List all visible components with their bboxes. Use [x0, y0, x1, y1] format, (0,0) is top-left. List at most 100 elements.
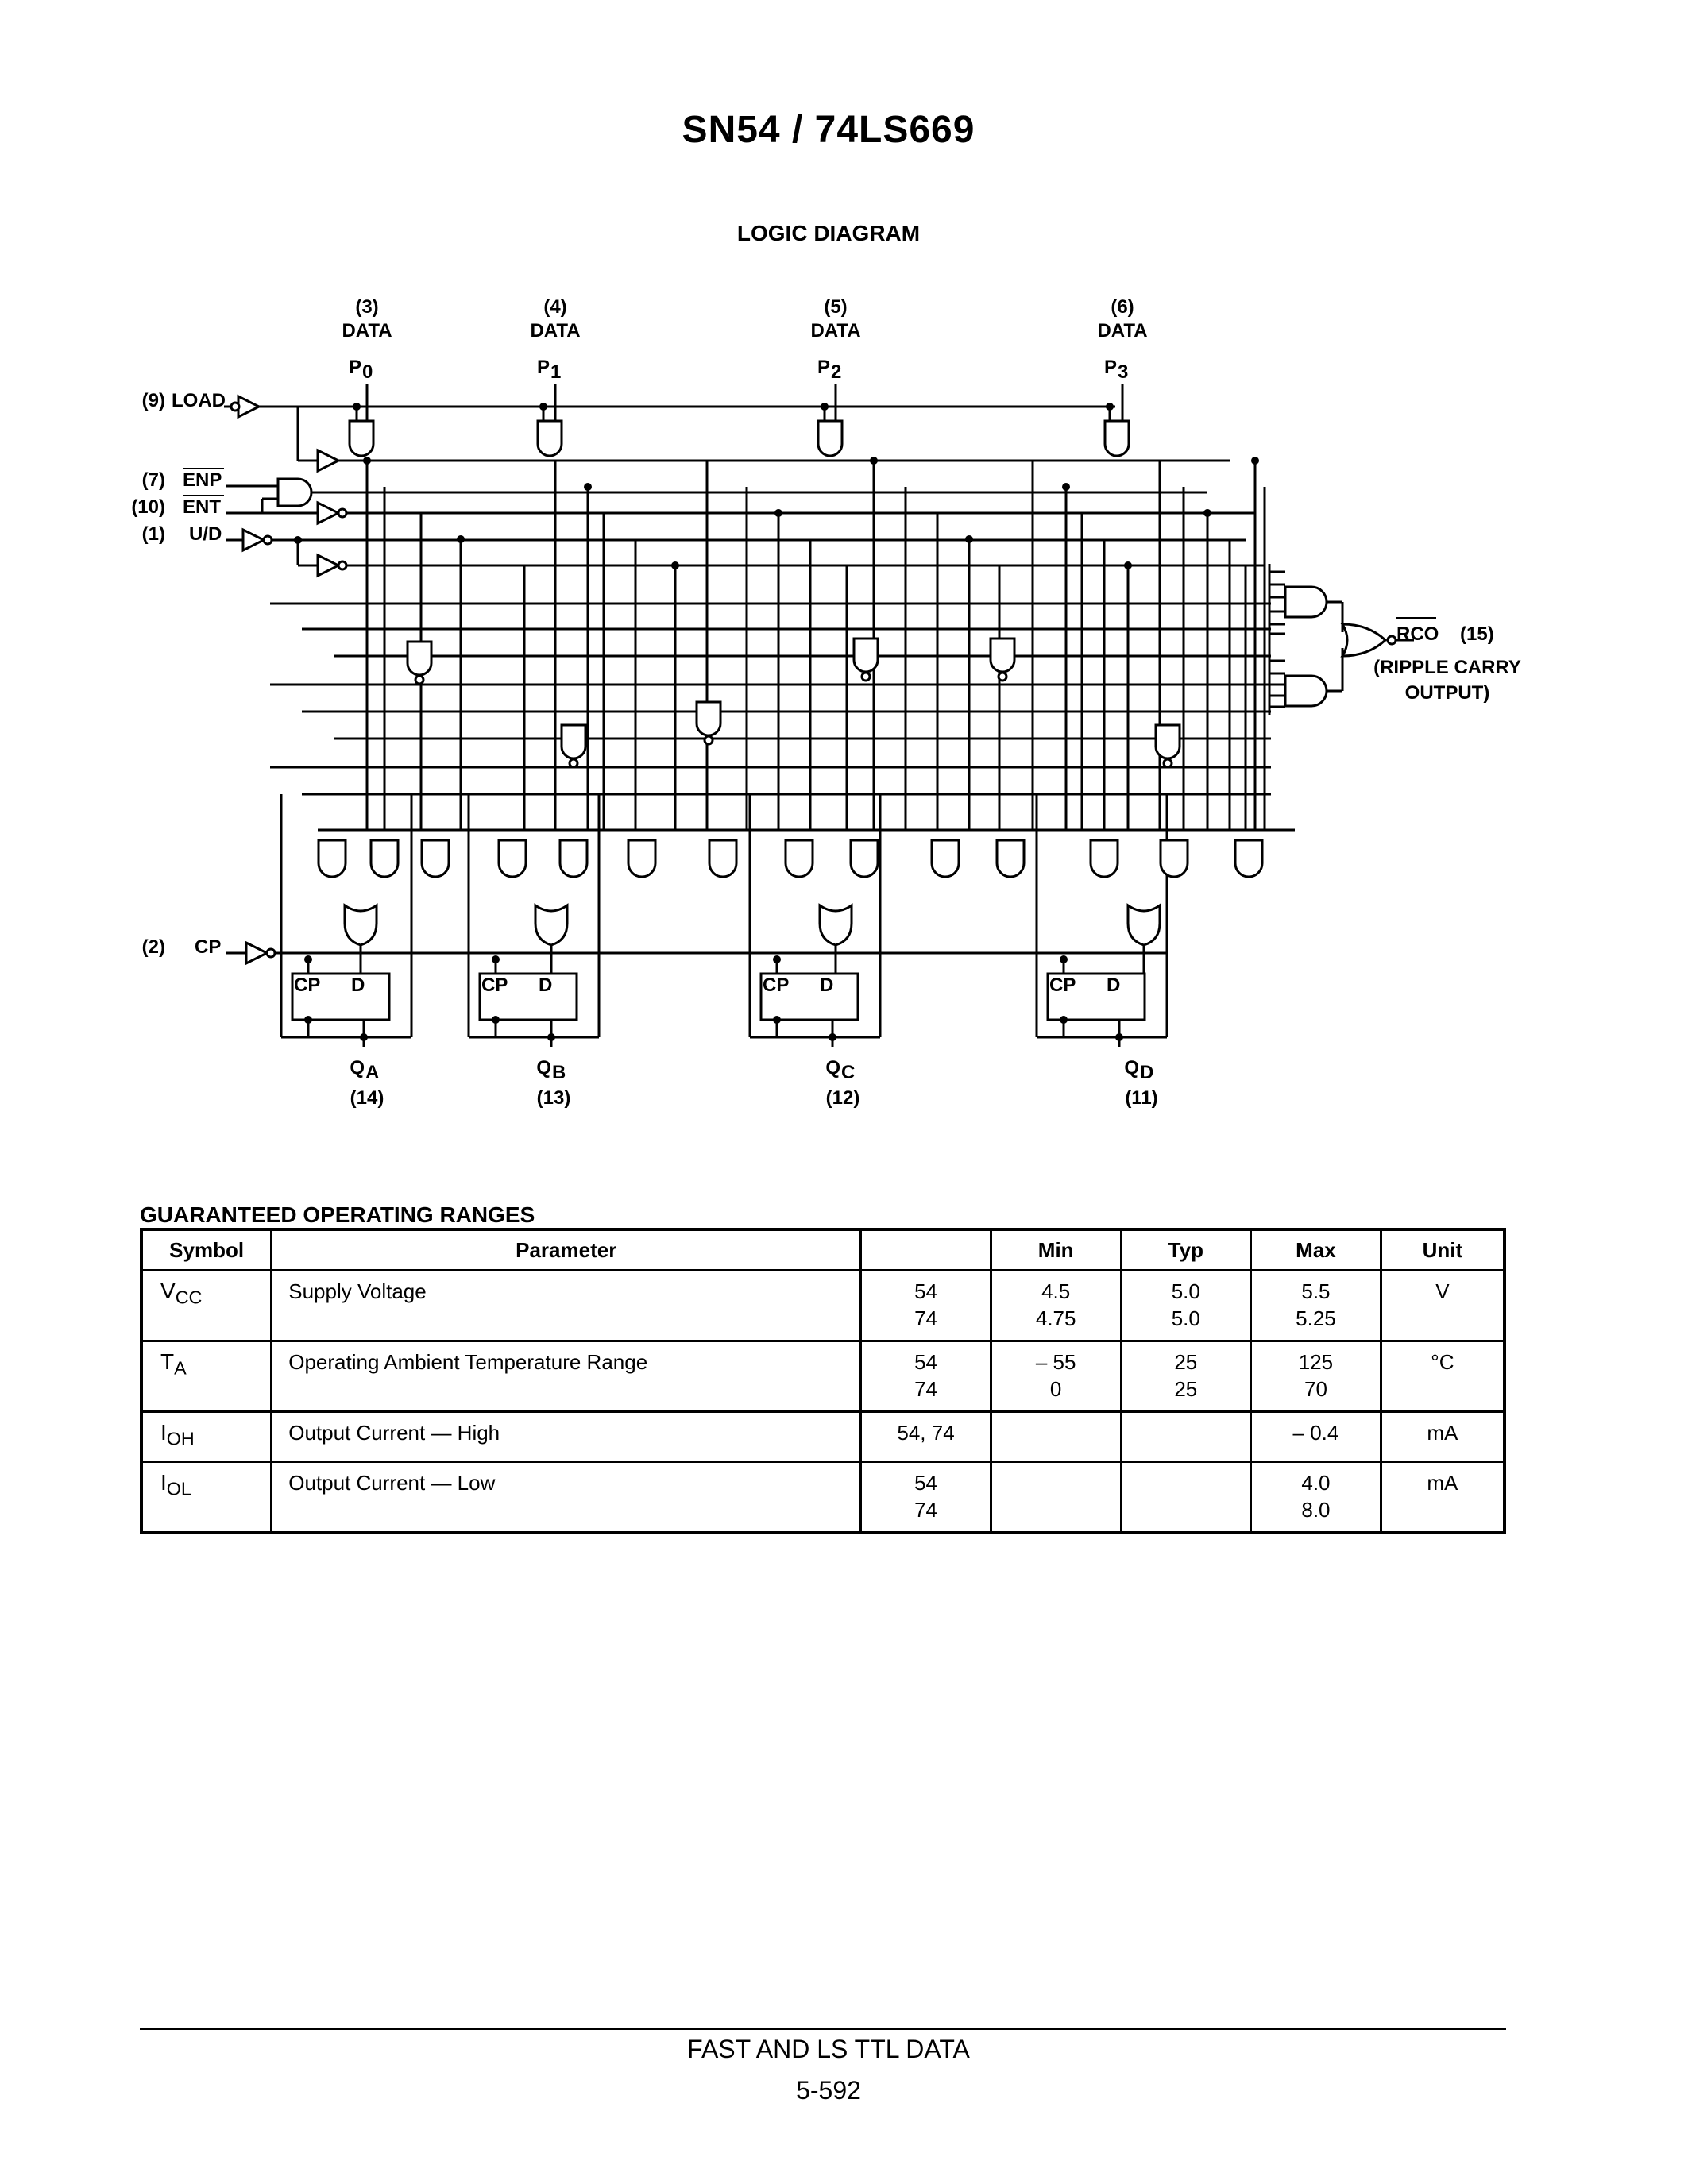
- junction-dot: [363, 457, 371, 465]
- and-gate: [536, 419, 563, 457]
- and-gate: [558, 839, 589, 878]
- max-cell: 4.0 8.0: [1250, 1460, 1382, 1534]
- or-gate: [534, 903, 569, 947]
- data-label: DATA: [810, 320, 860, 341]
- buffer-triangle: [316, 553, 342, 578]
- pin-number: (9): [142, 390, 165, 411]
- symbol-subscript: A: [174, 1357, 187, 1379]
- or-gate: [818, 903, 853, 947]
- table-row: IOH Output Current — High 54, 74 – 0.4 m…: [140, 1410, 1506, 1463]
- logic-gates: [230, 394, 1397, 1021]
- flip-flop: [759, 972, 859, 1021]
- inversion-bubble: [230, 401, 241, 412]
- flipflop-a: CP D: [294, 974, 365, 996]
- and-gate: [930, 839, 960, 878]
- or-gate: [1340, 623, 1388, 658]
- symbol-subscript: OH: [166, 1428, 195, 1449]
- junction-dots: [294, 403, 1259, 1041]
- symbol-subscript: OL: [166, 1478, 191, 1499]
- rco-description: (RIPPLE CARRY: [1373, 657, 1521, 678]
- junction-dot: [1115, 1033, 1123, 1041]
- symbol: I: [160, 1469, 167, 1495]
- and-gate: [995, 839, 1026, 878]
- typ-cell: 25 25: [1119, 1340, 1253, 1413]
- device-cell: 54, 74: [859, 1410, 992, 1463]
- inversion-bubble: [414, 674, 425, 685]
- output-qb: Q B (13): [536, 1057, 570, 1109]
- symbol-subscript: CC: [175, 1287, 203, 1308]
- or-gate: [1126, 903, 1161, 947]
- and-gate: [348, 419, 375, 457]
- and-gate: [695, 700, 722, 737]
- and-gate: [406, 640, 433, 677]
- typ-cell: [1119, 1460, 1253, 1534]
- junction-dot: [773, 1016, 781, 1024]
- buffer-triangle: [316, 500, 342, 526]
- junction-dot: [457, 535, 465, 543]
- symbol-cell: IOL: [140, 1460, 273, 1534]
- junction-dot: [360, 1033, 368, 1041]
- inversion-bubble: [703, 735, 714, 746]
- data-input-p0: (3) DATA P 0: [342, 296, 392, 383]
- buffer-triangle: [245, 940, 270, 966]
- diagram-title: LOGIC DIAGRAM: [736, 221, 921, 245]
- output-name: RCO: [1396, 623, 1439, 645]
- junction-dot: [1251, 457, 1259, 465]
- and-gate: [369, 839, 400, 878]
- data-input-p2: (5) DATA P 2: [810, 296, 860, 383]
- and-gate: [817, 419, 844, 457]
- junction-dot: [492, 955, 500, 963]
- output-name: Q: [1124, 1057, 1139, 1078]
- and-gate: [784, 839, 814, 878]
- and-gate: [1159, 839, 1189, 878]
- junction-dot: [774, 509, 782, 517]
- input-subscript: 0: [362, 361, 373, 383]
- junction-dot: [492, 1016, 500, 1024]
- pin-number: (11): [1125, 1087, 1157, 1109]
- pin-number: (3): [355, 296, 378, 318]
- data-input-p1: (4) DATA P 1: [530, 296, 580, 383]
- buffer-triangle: [241, 527, 267, 553]
- parameter-cell: Operating Ambient Temperature Range: [270, 1340, 863, 1413]
- pin-number: (5): [824, 296, 847, 318]
- footer-text: FAST AND LS TTL DATA: [687, 2035, 970, 2063]
- output-subscript: D: [1140, 1062, 1153, 1083]
- pin-number: (2): [142, 936, 165, 958]
- inversion-bubble: [265, 947, 276, 959]
- inversion-bubble: [860, 671, 871, 682]
- output-name: Q: [536, 1057, 551, 1078]
- flip-flop: [478, 972, 578, 1021]
- pin-number: (12): [826, 1087, 860, 1109]
- operating-ranges-table: Symbol Parameter Min Typ Max Unit VCC Su…: [140, 1228, 1506, 1534]
- section-title: GUARANTEED OPERATING RANGES: [140, 1202, 535, 1227]
- and-gate: [989, 637, 1016, 673]
- flip-flop: [1046, 972, 1146, 1021]
- rco-description: OUTPUT): [1405, 682, 1490, 704]
- pin-number: (10): [131, 496, 165, 518]
- flipflop-b: CP D: [481, 974, 552, 996]
- and-gate: [1154, 723, 1181, 760]
- inversion-bubble: [262, 534, 273, 546]
- table-header-row: Symbol Parameter Min Typ Max Unit: [140, 1228, 1506, 1271]
- data-label: DATA: [530, 320, 580, 341]
- junction-dot: [353, 403, 361, 411]
- inversion-bubble: [1162, 758, 1173, 769]
- column-header: Parameter: [270, 1228, 863, 1271]
- junction-dot: [870, 457, 878, 465]
- output-subscript: A: [365, 1062, 379, 1083]
- logic-diagram: (3) DATA P 0 (4) DATA P 1 (5) DATA P 2 (…: [131, 296, 1521, 1109]
- junction-dot: [829, 1033, 836, 1041]
- input-ud: (1) U/D: [142, 523, 222, 545]
- and-gate: [627, 839, 657, 878]
- symbol: V: [160, 1279, 176, 1303]
- output-qc: Q C (12): [825, 1057, 859, 1109]
- symbol: T: [160, 1349, 175, 1374]
- column-header: Min: [989, 1228, 1122, 1271]
- clock-label: CP: [294, 974, 320, 996]
- data-input-p3: (6) DATA P 3: [1097, 296, 1147, 383]
- junction-dot: [584, 483, 592, 491]
- output-qa: Q A (14): [350, 1057, 384, 1109]
- unit-cell: V: [1379, 1269, 1506, 1342]
- max-cell: – 0.4: [1250, 1410, 1382, 1463]
- and-gate: [560, 723, 587, 760]
